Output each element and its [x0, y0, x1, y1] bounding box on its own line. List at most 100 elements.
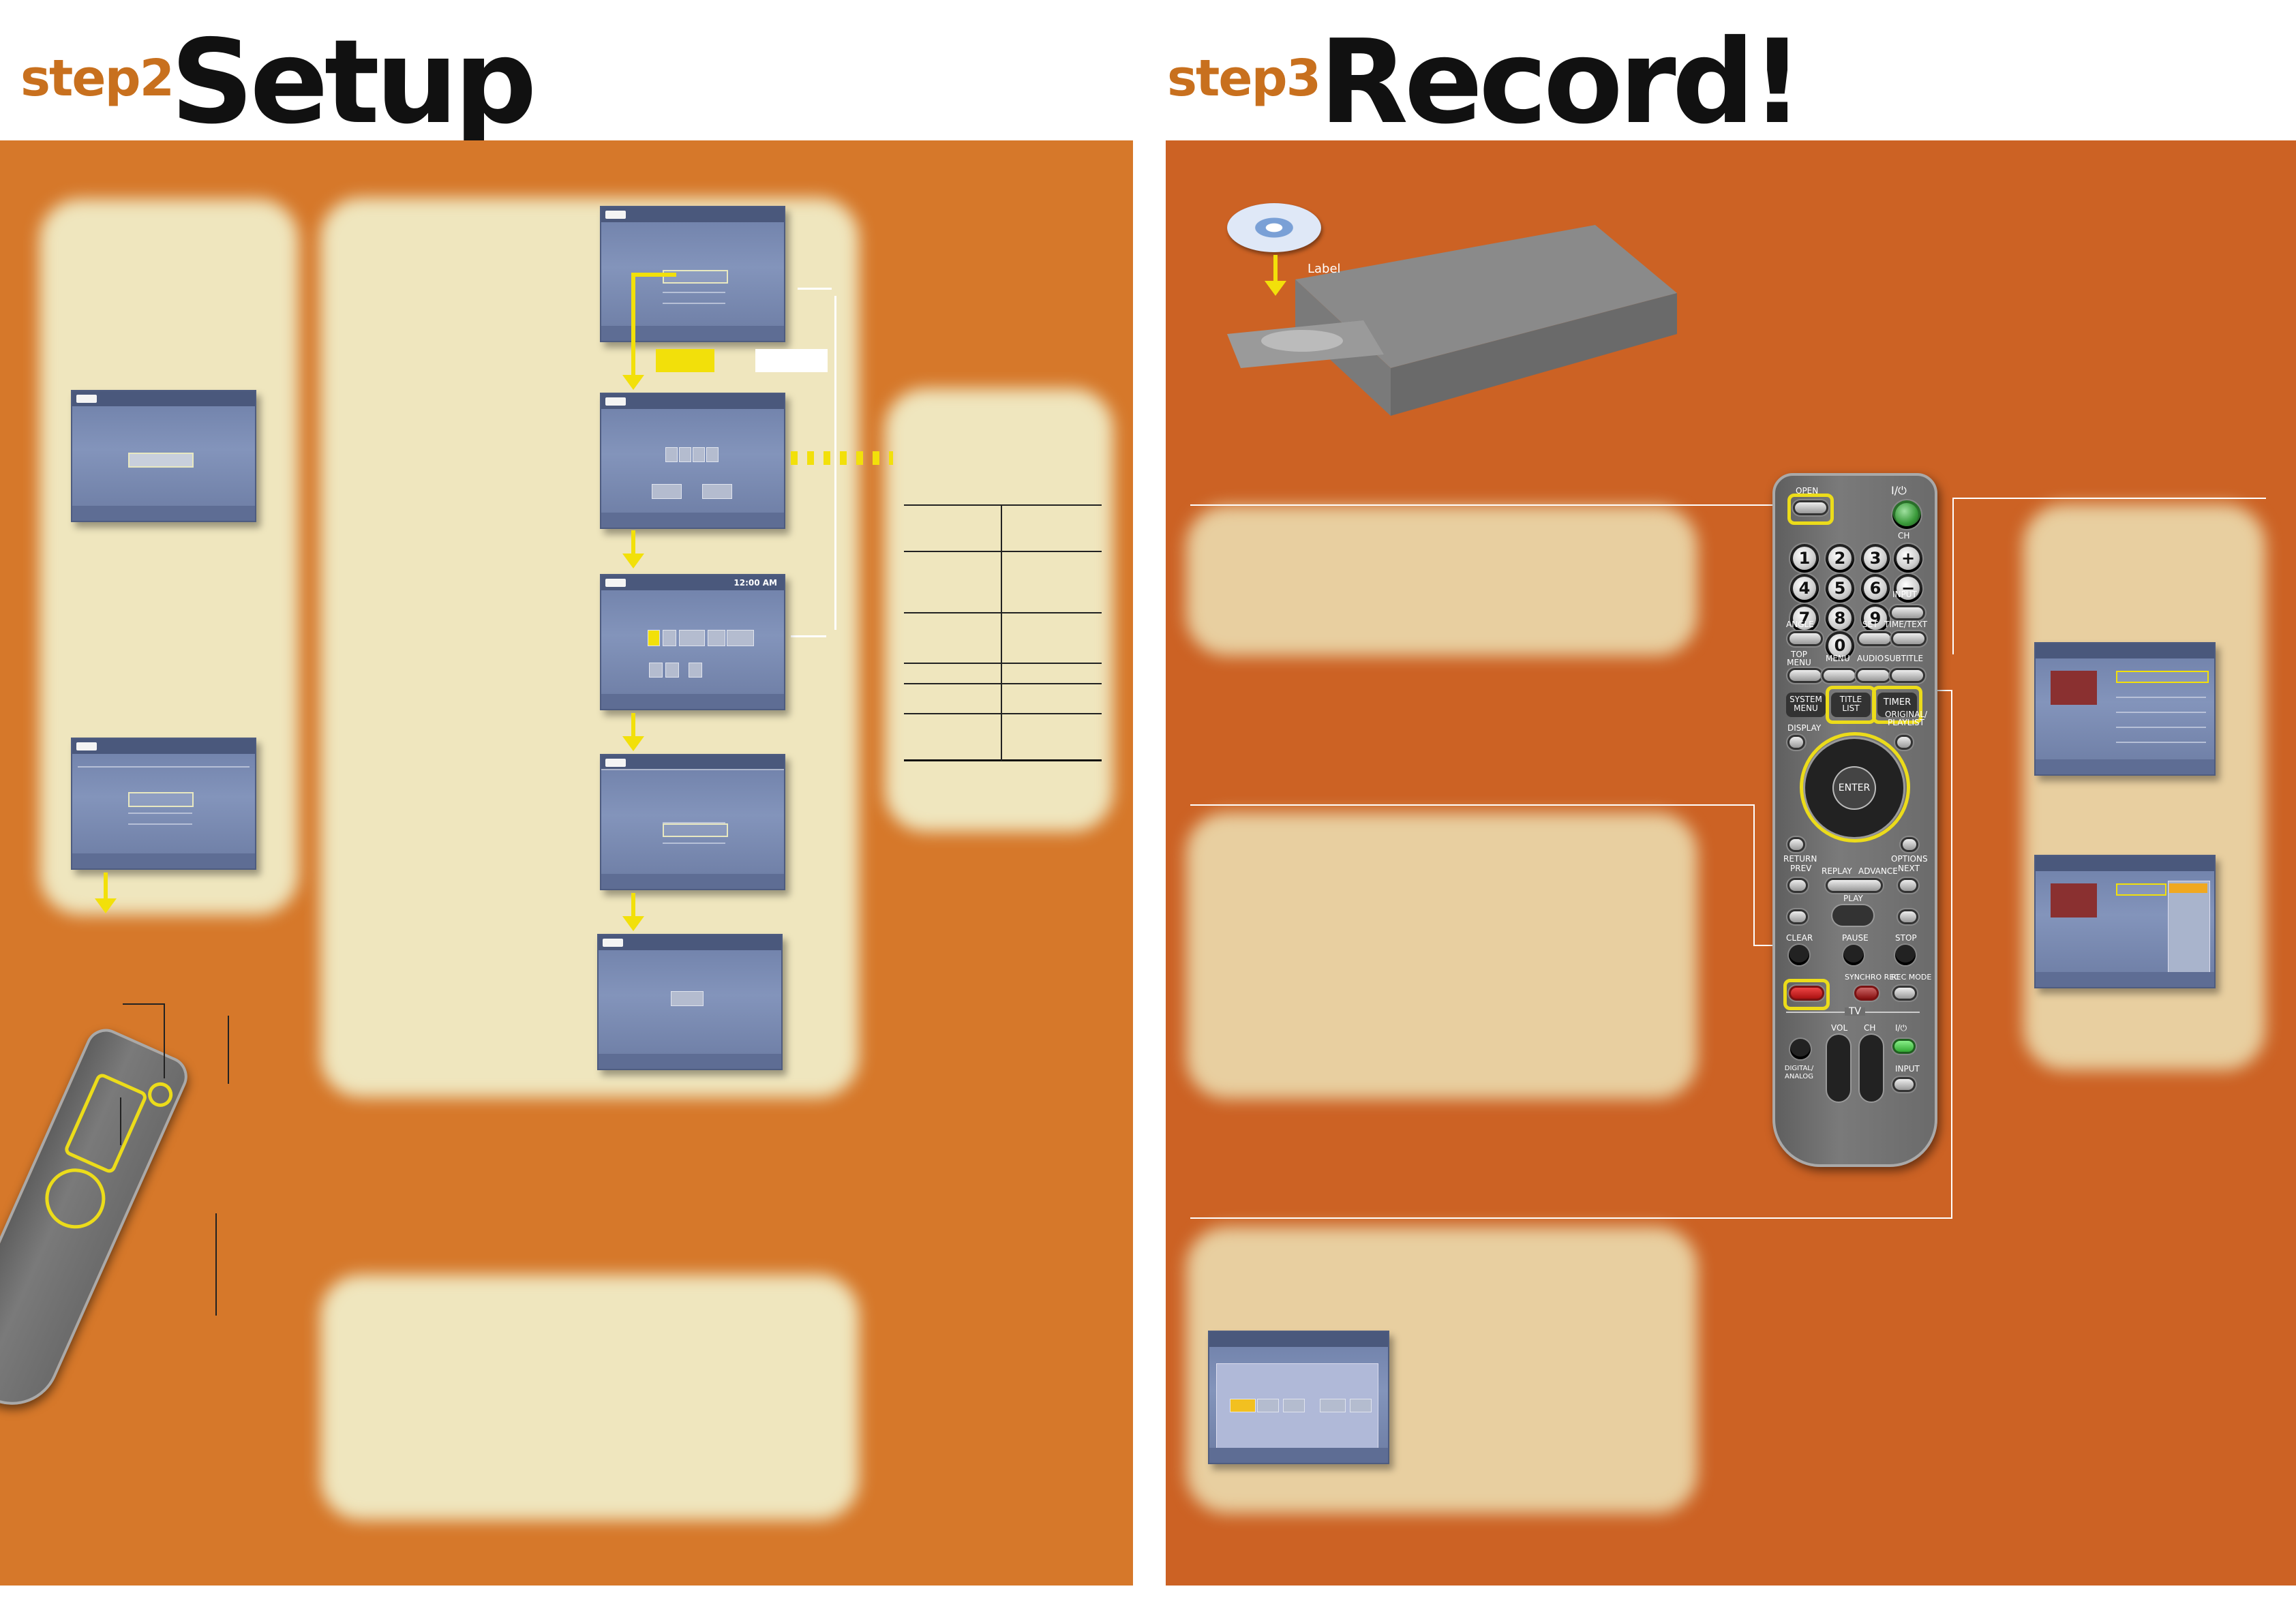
- callout-open: [1190, 504, 1801, 506]
- tv-input-button[interactable]: [1892, 1077, 1916, 1092]
- open-button[interactable]: [1793, 500, 1828, 515]
- flow-arrow-head: [95, 898, 117, 913]
- pause-button[interactable]: [1843, 945, 1864, 965]
- setup-screen-clock: 12:00 AM: [600, 574, 785, 710]
- next-label: NEXT: [1898, 864, 1920, 873]
- callout-line: [215, 1213, 217, 1316]
- vol-rocker[interactable]: [1827, 1035, 1850, 1102]
- timer-highlight: [1872, 686, 1922, 724]
- timetext-button[interactable]: [1891, 631, 1927, 646]
- flow-arrow-head: [622, 553, 644, 568]
- tv-ch-label: CH: [1864, 1023, 1876, 1033]
- flow-arrow: [104, 873, 108, 900]
- replay-label: REPLAY: [1822, 866, 1852, 876]
- return-label: RETURN: [1783, 854, 1817, 864]
- digit-5-button[interactable]: 5: [1826, 574, 1854, 603]
- advance-label: ADVANCE: [1858, 866, 1898, 876]
- angle-button[interactable]: [1787, 631, 1823, 646]
- flow-arrow: [631, 273, 635, 376]
- setup-screen-start: [71, 390, 256, 522]
- digit-7-button[interactable]: 7: [1790, 604, 1819, 633]
- audio-label: AUDIO: [1857, 654, 1884, 663]
- callout-timer: [1190, 1217, 1952, 1219]
- digit-8-button[interactable]: 8: [1826, 604, 1854, 633]
- play-label: PLAY: [1843, 894, 1863, 903]
- title-list-highlight: [1826, 686, 1876, 724]
- digit-1-button[interactable]: 1: [1790, 544, 1819, 573]
- setup-screen-finish: [597, 934, 783, 1070]
- timer-button[interactable]: TIMER: [1877, 693, 1917, 717]
- digit-4-button[interactable]: 4: [1790, 574, 1819, 603]
- flow-arrow: [631, 530, 635, 555]
- subtitle-button[interactable]: [1890, 668, 1925, 683]
- angle-label: ANGLE: [1786, 620, 1814, 629]
- dashed-connector: [791, 451, 893, 465]
- tv-input-label: INPUT: [1895, 1064, 1920, 1074]
- digit-6-button[interactable]: 6: [1861, 574, 1890, 603]
- return-button[interactable]: [1787, 837, 1805, 852]
- menu-button[interactable]: [1822, 668, 1857, 683]
- power-button[interactable]: [1892, 500, 1921, 529]
- synchro-rec-label: SYNCHRO REC: [1845, 973, 1899, 982]
- replay-advance-button[interactable]: [1826, 878, 1883, 893]
- rec-mode-button[interactable]: [1892, 986, 1917, 1001]
- next-button[interactable]: [1898, 878, 1918, 893]
- forward-button[interactable]: [1898, 909, 1918, 924]
- dpad-highlight: [1800, 732, 1910, 843]
- setup-title: Setup: [170, 15, 537, 150]
- digit-9-button[interactable]: 9: [1861, 604, 1890, 633]
- title-list-button[interactable]: TITLE LIST: [1831, 693, 1871, 717]
- options-button[interactable]: [1901, 837, 1918, 852]
- callout-line: [123, 1003, 165, 1005]
- original-playlist-button[interactable]: [1895, 735, 1913, 750]
- prev-label: PREV: [1790, 864, 1812, 873]
- set-button[interactable]: [1857, 631, 1892, 646]
- ch-plus-button[interactable]: +: [1894, 544, 1922, 573]
- skip-label-white: [755, 349, 828, 372]
- setup-side-note: [885, 389, 1113, 832]
- tv-label: TV: [1845, 1007, 1866, 1016]
- settings-table: [904, 504, 1102, 763]
- display-button[interactable]: [1787, 735, 1805, 750]
- digit-2-button[interactable]: 2: [1826, 544, 1854, 573]
- prev-button[interactable]: [1787, 878, 1808, 893]
- stop-button[interactable]: [1895, 945, 1916, 965]
- title-list-options-screen: [2034, 855, 2216, 988]
- timetext-label: TIME/TEXT: [1884, 620, 1928, 629]
- setup-screen-1: [600, 206, 785, 342]
- subtitle-label: SUBTITLE: [1884, 654, 1924, 663]
- top-menu-label: TOP MENU: [1787, 650, 1811, 667]
- system-menu-button[interactable]: SYSTEM MENU: [1786, 693, 1826, 717]
- remote-control: OPEN I/⏻ CH 1 2 3 + 4 5 6 − INPUT 7 8 9 …: [1772, 473, 1937, 1167]
- top-menu-button[interactable]: [1787, 668, 1823, 683]
- disc-icon: [1227, 203, 1321, 252]
- tv-power-placeholder[interactable]: [1790, 1039, 1811, 1059]
- clock-time: 12:00 AM: [734, 578, 777, 588]
- input-label: INPUT: [1892, 590, 1917, 599]
- audio-button[interactable]: [1856, 668, 1891, 683]
- flow-arrow-head: [622, 375, 644, 390]
- ch-rocker[interactable]: [1860, 1035, 1883, 1102]
- menu-label: MENU: [1826, 654, 1850, 663]
- tv-power-label: I/⏻: [1895, 1023, 1907, 1033]
- flow-arrow: [631, 273, 676, 277]
- digit-0-button[interactable]: 0: [1826, 631, 1854, 660]
- digit-3-button[interactable]: 3: [1861, 544, 1890, 573]
- display-label: DISPLAY: [1787, 723, 1822, 733]
- ch-label: CH: [1898, 531, 1910, 541]
- dvd-recorder: [1227, 218, 1677, 416]
- insert-arrow-head: [1265, 281, 1286, 296]
- pause-label: PAUSE: [1842, 933, 1869, 943]
- rec-highlight: [1783, 979, 1830, 1010]
- setup-screen-language: [71, 738, 256, 870]
- input-button[interactable]: [1890, 605, 1925, 620]
- tv-power-button[interactable]: [1892, 1039, 1916, 1054]
- ch-minus-button[interactable]: −: [1894, 574, 1922, 603]
- timer-screen: [1208, 1331, 1389, 1464]
- clear-button[interactable]: [1789, 945, 1809, 965]
- play-button[interactable]: [1832, 905, 1873, 926]
- rec-button[interactable]: [1789, 986, 1824, 1001]
- clear-label: CLEAR: [1786, 933, 1813, 943]
- synchro-rec-button[interactable]: [1854, 986, 1879, 1001]
- rewind-button[interactable]: [1787, 909, 1808, 924]
